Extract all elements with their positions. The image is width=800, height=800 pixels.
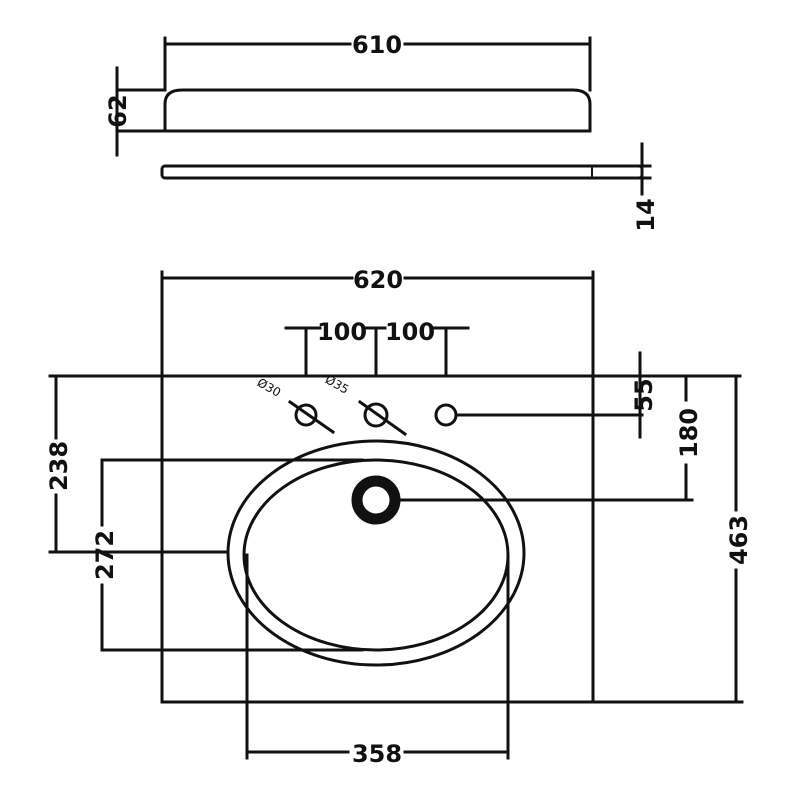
label-238: 238 <box>45 441 73 491</box>
label-100-left: 100 <box>317 318 367 346</box>
label-272: 272 <box>91 530 119 580</box>
dim-14 <box>628 142 652 196</box>
tap-hole-left <box>294 403 318 427</box>
label-620: 620 <box>353 266 403 294</box>
plan-view <box>48 270 744 760</box>
dim-238 <box>48 374 230 554</box>
label-100-right: 100 <box>385 318 435 346</box>
dim-tap-spacing <box>284 326 470 378</box>
dim-358 <box>245 553 510 760</box>
label-180: 180 <box>675 408 703 458</box>
dim-463 <box>591 374 744 704</box>
elevation-thin-plate <box>160 164 644 180</box>
labels: 610 62 14 620 100 100 Ø30 Ø35 55 180 238… <box>45 31 753 768</box>
elevation-top-block <box>163 88 592 133</box>
dim-180 <box>396 374 694 502</box>
label-55: 55 <box>630 378 658 411</box>
label-610: 610 <box>352 31 402 59</box>
label-62: 62 <box>104 94 132 127</box>
dim-610 <box>163 36 592 92</box>
label-358: 358 <box>352 740 402 768</box>
basin-inner-bowl <box>242 458 510 652</box>
dim-272 <box>100 458 364 652</box>
tap-holes <box>287 399 644 437</box>
basin-bowl <box>226 439 526 667</box>
label-463: 463 <box>725 515 753 565</box>
basin-outer-rim <box>226 439 526 667</box>
drain-outer <box>351 475 401 525</box>
label-dia-30: Ø30 <box>255 375 283 399</box>
elevation-view <box>115 36 652 196</box>
tap-hole-center <box>363 402 389 428</box>
tap-hole-right <box>434 403 458 427</box>
dim-62 <box>115 66 167 157</box>
label-14: 14 <box>632 198 660 231</box>
